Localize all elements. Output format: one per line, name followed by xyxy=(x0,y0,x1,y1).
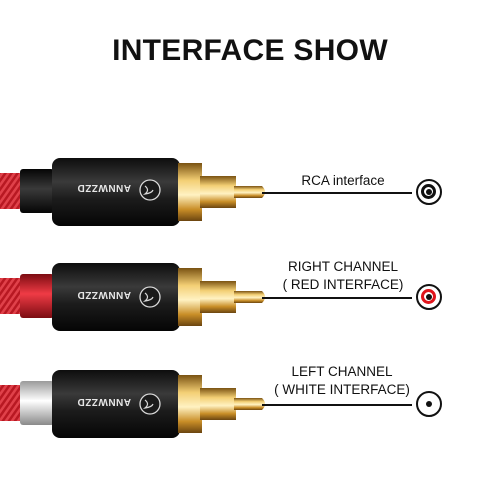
rca-jack-red-icon xyxy=(416,284,442,310)
rca-jack-white-icon xyxy=(416,391,442,417)
rca-jack-icon xyxy=(416,179,442,205)
gold-pin xyxy=(234,291,265,303)
callout-line xyxy=(262,297,412,299)
gold-sleeve xyxy=(200,281,236,313)
label-line: RCA interface xyxy=(301,173,385,188)
connector-label-left: LEFT CHANNEL ( WHITE INTERFACE) xyxy=(262,363,422,399)
gold-pin xyxy=(234,186,265,198)
brand-text: ANNWZZD xyxy=(77,289,131,300)
brand-logo-icon xyxy=(139,393,161,415)
jack-pin xyxy=(425,400,432,407)
label-line: RIGHT CHANNEL xyxy=(287,259,399,274)
label-line: ( RED INTERFACE) xyxy=(282,277,404,292)
gold-sleeve xyxy=(200,388,236,420)
connector-label-right: RIGHT CHANNEL ( RED INTERFACE) xyxy=(268,258,418,294)
braided-cable xyxy=(0,278,22,314)
plug-body xyxy=(52,370,180,438)
braided-cable xyxy=(0,173,22,209)
jack-pin xyxy=(425,293,432,300)
braided-cable xyxy=(0,385,22,421)
connector-label-rca: RCA interface xyxy=(268,172,418,190)
gold-sleeve xyxy=(200,176,236,208)
jack-pin xyxy=(425,188,432,195)
plug-body xyxy=(52,263,180,331)
brand-logo-icon xyxy=(139,179,161,201)
plug-collar xyxy=(20,169,54,213)
brand-logo-icon xyxy=(139,286,161,308)
plug-collar xyxy=(20,274,54,318)
rca-plug-2 xyxy=(0,263,265,331)
label-line: LEFT CHANNEL xyxy=(291,364,393,379)
plug-collar xyxy=(20,381,54,425)
rca-plug-1 xyxy=(0,158,265,226)
callout-line xyxy=(262,192,412,194)
gold-pin xyxy=(234,398,265,410)
gold-shell xyxy=(178,375,202,433)
brand-text: ANNWZZD xyxy=(77,396,131,407)
callout-line xyxy=(262,404,412,406)
label-line: ( WHITE INTERFACE) xyxy=(274,382,410,397)
gold-shell xyxy=(178,268,202,326)
brand-text: ANNWZZD xyxy=(77,182,131,193)
rca-plug-3 xyxy=(0,370,265,438)
page-title: INTERFACE SHOW xyxy=(112,34,388,67)
plug-body xyxy=(52,158,180,226)
gold-shell xyxy=(178,163,202,221)
